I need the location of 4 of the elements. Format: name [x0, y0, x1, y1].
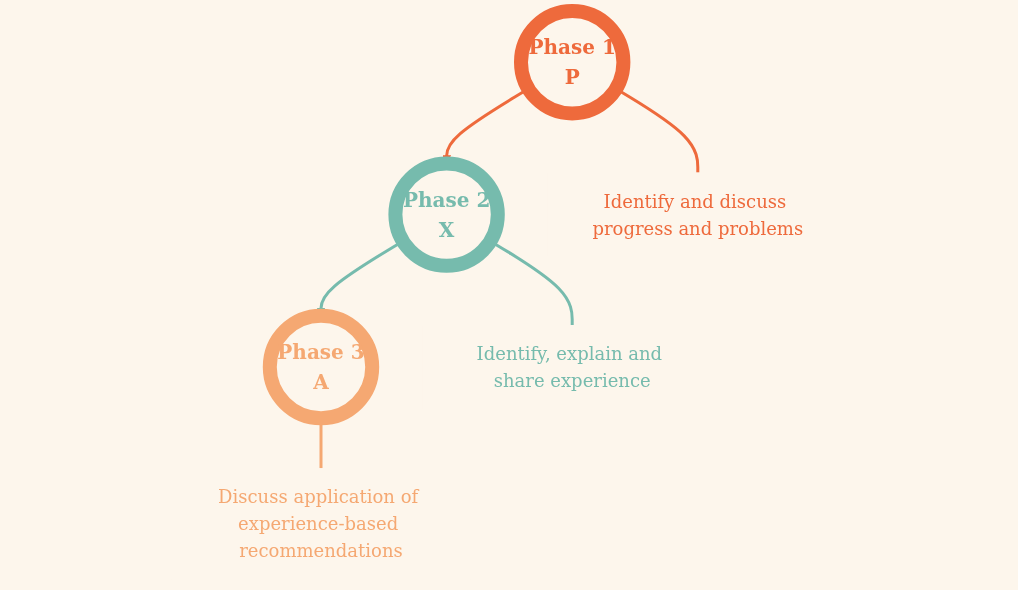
- node-text: Identify, explain and share experience: [476, 342, 662, 391]
- node-circle: Phase 1 P: [513, 3, 630, 121]
- node-text: Identify and discuss progress and problems: [592, 190, 803, 239]
- node-text: Discuss application of experience-based recommendations: [217, 486, 418, 562]
